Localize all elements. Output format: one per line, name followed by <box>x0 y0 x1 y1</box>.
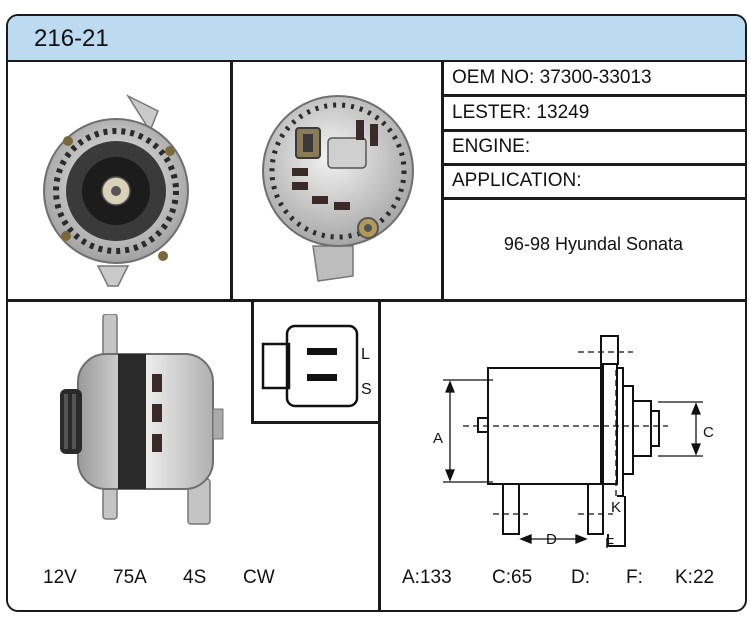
pulley-spec: 4S <box>183 567 207 588</box>
dimension-a-value: A:133 <box>402 567 452 588</box>
connector-box-bottom <box>251 421 379 424</box>
alternator-front-photo <box>43 94 189 287</box>
divider-bottom <box>378 300 381 610</box>
terminal-s-label: S <box>361 381 372 398</box>
divider-info-1 <box>441 94 745 97</box>
connector-plug-diagram: L S <box>261 324 372 408</box>
amperage-spec: 75A <box>113 567 147 588</box>
dimension-d-value: D: <box>571 567 590 588</box>
part-number-title: 216-21 <box>34 25 109 52</box>
oem-number-value: 37300-33013 <box>539 67 652 88</box>
divider-middle <box>8 299 745 302</box>
terminal-l-label: L <box>361 346 370 363</box>
alternator-side-photo <box>60 314 224 525</box>
lester-row: LESTER: 13249 <box>452 102 589 124</box>
divider-info-3 <box>441 163 745 166</box>
dimension-c-value: C:65 <box>492 567 533 588</box>
divider-info-2 <box>441 129 745 132</box>
divider-top-left <box>230 60 233 300</box>
dimension-d-label: D <box>546 531 557 548</box>
connector-box-left <box>251 300 254 423</box>
dimension-f-value: F: <box>626 567 643 588</box>
rotation-spec: CW <box>243 567 275 588</box>
oem-number-label: OEM NO: <box>452 67 535 88</box>
dimension-k-value: K:22 <box>675 567 715 588</box>
dimension-k-label: K <box>611 499 621 516</box>
application-label: APPLICATION: <box>452 170 582 191</box>
engine-label: ENGINE: <box>452 136 531 157</box>
oem-number-row: OEM NO: 37300-33013 <box>452 67 652 89</box>
lester-label: LESTER: <box>452 102 532 123</box>
divider-top-right <box>441 60 444 300</box>
voltage-spec: 12V <box>43 567 77 588</box>
lester-value: 13249 <box>536 102 590 123</box>
dimension-drawing: A C D F K <box>433 335 714 552</box>
application-row: APPLICATION: <box>452 170 582 192</box>
header-bar: 216-21 <box>8 16 745 62</box>
engine-row: ENGINE: <box>452 136 530 158</box>
dimension-f-label: F <box>605 535 614 552</box>
divider-info-4 <box>441 197 745 200</box>
dimension-a-label: A <box>433 430 443 447</box>
dimension-c-label: C <box>703 424 714 441</box>
application-value: 96-98 Hyundal Sonata <box>503 234 684 254</box>
alternator-rear-photo <box>262 95 414 282</box>
product-sheet: 216-21 OEM NO: 37300-33013 LESTER: 13249… <box>6 14 747 612</box>
